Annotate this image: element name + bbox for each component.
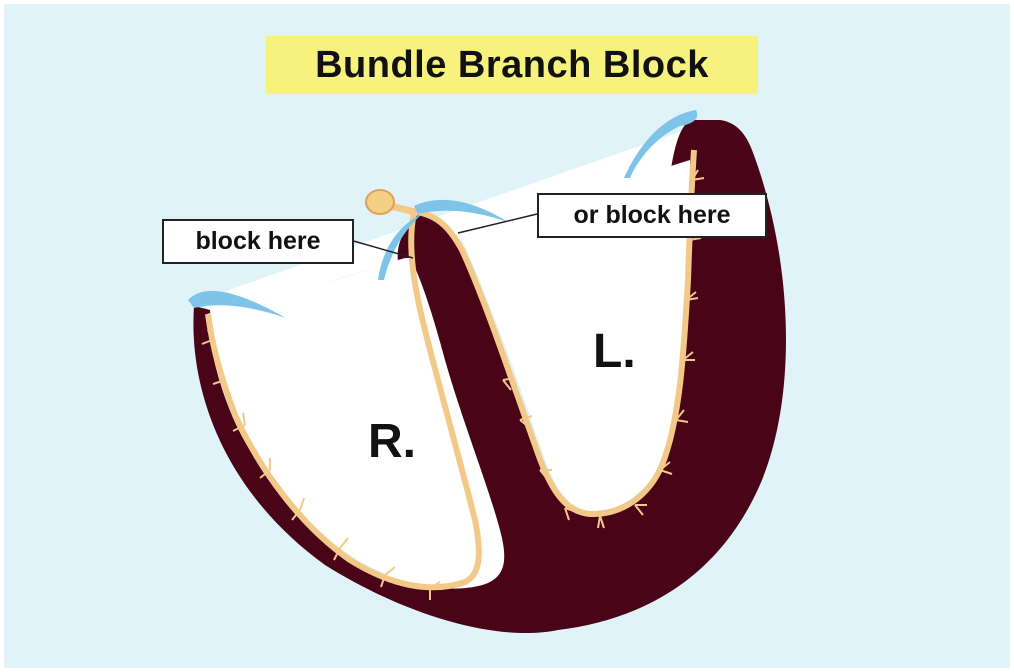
callout-left-bundle: or block here [537, 193, 767, 238]
title-banner: Bundle Branch Block [266, 36, 758, 94]
left-ventricle-label: L. [593, 324, 636, 379]
av-node [366, 190, 394, 214]
callout-right-bundle-label: block here [195, 227, 320, 256]
right-ventricle-label: R. [368, 414, 416, 469]
callout-right-bundle: block here [162, 219, 354, 264]
callout-left-bundle-label: or block here [574, 201, 731, 230]
page-title: Bundle Branch Block [315, 44, 709, 87]
